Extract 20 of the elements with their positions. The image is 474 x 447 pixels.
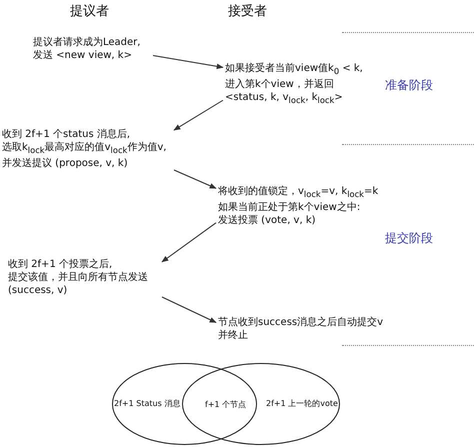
venn-ellipse [112, 363, 257, 445]
message-text: 收到 2f+1 个投票之后, 提交该值，并且向所有节点发送 (success, v) [8, 258, 160, 297]
overlap-label: f+1 个节点 [205, 399, 246, 410]
arrow [174, 170, 217, 189]
message-text: 将收到的值锁定，v$_{lock}$=v, k$_{lock}$=k 如果当前正处于第k个view之中: 发送投票 (vote, v, k) [218, 185, 386, 227]
arrow [152, 55, 224, 70]
ellipse-label: 2f+1 Status 消息 [114, 399, 180, 409]
arrow [161, 222, 216, 262]
message-text: 提议者请求成为Leader, 发送 <new view, k> [33, 36, 151, 62]
message-text: 如果接受者当前view值k$_{0}$ < k, 进入第k个view，并返回 <status, k, v$_{lock}$, k$_{lock}$> [225, 62, 377, 107]
arrow [162, 296, 217, 323]
ellipse-label: 2f+1 上一轮的vote [266, 399, 338, 409]
phase-label: 提交阶段 [385, 230, 433, 247]
message-text: 节点收到success消息之后自动提交v 并终止 [218, 316, 400, 342]
column-heading: 提议者 [70, 3, 109, 20]
arrow [173, 100, 224, 131]
message-text: 收到 2f+1 个status 消息后, 选取k$_{lock}$最高对应的值v$_{lock}$作为值v, 并发送提议 (propose, v, k) [2, 128, 172, 170]
column-heading: 接受者 [228, 3, 267, 20]
phase-label: 准备阶段 [385, 77, 433, 94]
venn-ellipse [182, 363, 340, 445]
